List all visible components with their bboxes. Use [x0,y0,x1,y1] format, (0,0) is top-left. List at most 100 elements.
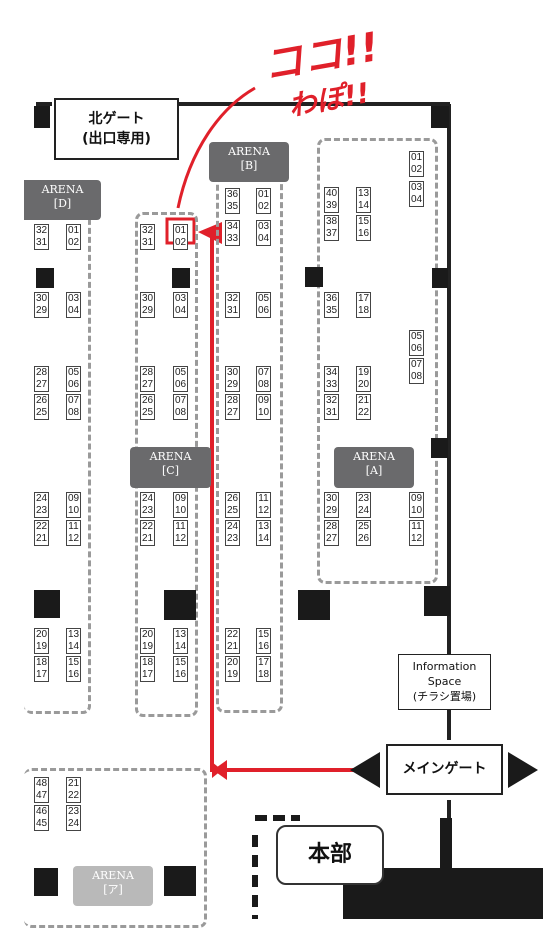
pillar [172,268,190,288]
booth-number: 37 [325,228,338,239]
booth-number: 21 [141,533,154,544]
pillar [305,267,323,287]
booth-number: 38 [325,216,338,227]
booth-number: 13 [357,188,370,199]
booth-number: 22 [141,521,154,532]
booth-number: 15 [257,629,270,640]
arena-code: [B] [240,159,258,172]
booth-number: 21 [226,641,239,652]
booth-number: 18 [35,657,48,668]
north-gate-note: (出口専用) [82,131,151,147]
arena-name: ARENA [149,450,192,463]
booth-number: 30 [226,367,239,378]
booth-number: 07 [257,367,270,378]
booth-number: 07 [410,359,423,370]
booth-number: 10 [174,505,187,516]
booth-number: 34 [226,221,239,232]
arena-code: [ア] [103,883,123,896]
booth-number: 35 [226,201,239,212]
arena-b-label: ARENA[B] [209,142,289,182]
booth-number: 23 [67,806,80,817]
booth-number: 17 [141,669,154,680]
booth-number: 15 [174,657,187,668]
booth-number: 34 [325,367,338,378]
booth-number: 18 [357,305,370,316]
booth-number: 19 [357,367,370,378]
pillar [431,438,448,458]
booth-number: 24 [226,521,239,532]
booth-number: 10 [410,505,423,516]
booth-number: 06 [174,379,187,390]
booth-number: 12 [410,533,423,544]
booth-number: 32 [141,225,154,236]
pillar [34,106,50,128]
booth-number: 22 [357,407,370,418]
booth-number: 32 [226,293,239,304]
hq-label: 本部 [276,825,384,885]
booth-number: 28 [325,521,338,532]
booth-number: 32 [35,225,48,236]
booth-number: 06 [257,305,270,316]
booth-number: 16 [67,669,80,680]
booth-number: 05 [174,367,187,378]
booth-number: 20 [35,629,48,640]
booth-number: 28 [141,367,154,378]
booth-number: 14 [174,641,187,652]
booth-number: 03 [257,221,270,232]
booth-number: 28 [226,395,239,406]
booth-number: 17 [357,293,370,304]
pillar [424,586,450,616]
booth-number: 19 [141,641,154,652]
arena-c-label: ARENA[C] [130,447,211,488]
booth-number: 21 [357,395,370,406]
booth-number: 29 [141,305,154,316]
booth-number: 47 [35,790,48,801]
north-gate-label: 北ゲート (出口専用) [54,98,179,160]
booth-number: 27 [325,533,338,544]
booth-number: 16 [174,669,187,680]
booth-number: 25 [226,505,239,516]
booth-number: 21 [35,533,48,544]
booth-number: 02 [257,201,270,212]
booth-number: 01 [174,225,187,236]
north-gate-title: 北ゲート [88,111,145,127]
booth-number: 11 [68,521,79,532]
pillar [34,590,60,618]
booth-number: 31 [226,305,239,316]
booth-number: 26 [141,395,154,406]
booth-number: 07 [174,395,187,406]
booth-number: 05 [67,367,80,378]
booth-number: 09 [67,493,80,504]
booth-number: 12 [67,533,80,544]
